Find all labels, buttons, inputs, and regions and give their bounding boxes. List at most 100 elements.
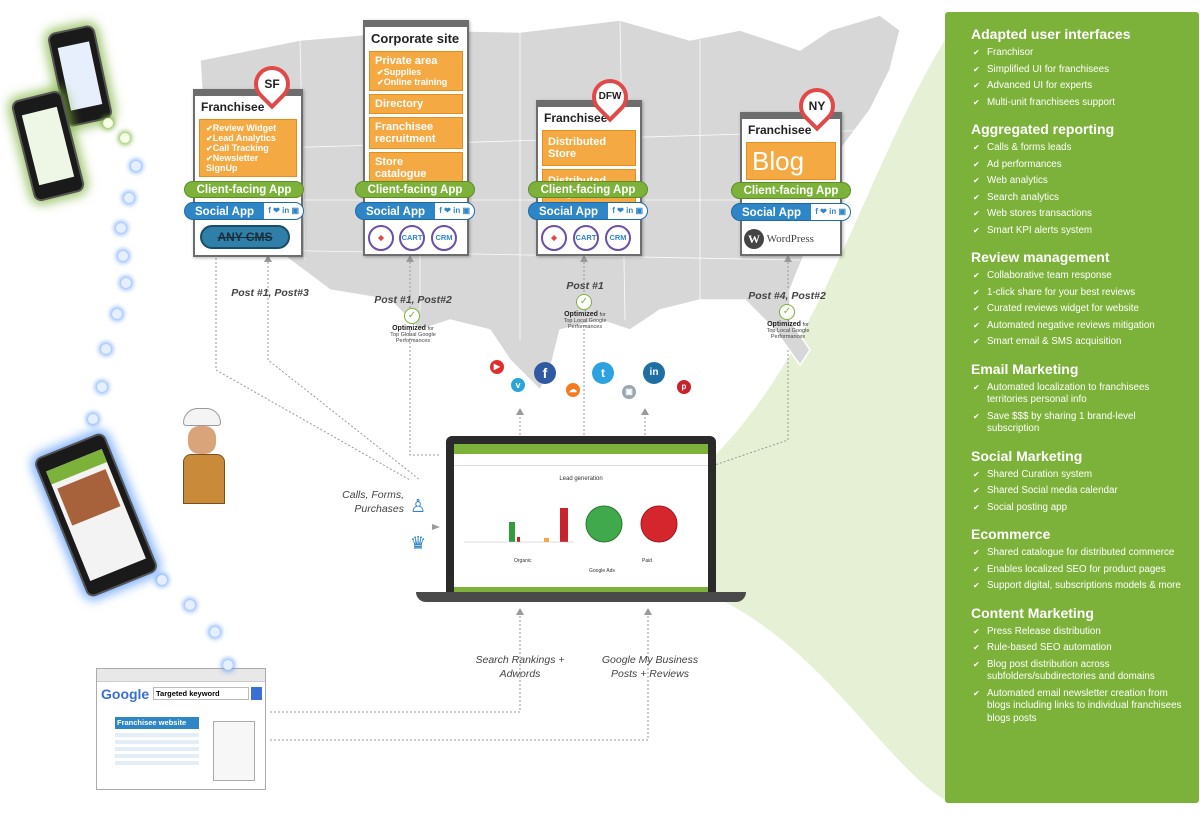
- dfw-social-icons: f ❤ in ▣: [607, 203, 647, 219]
- path-dot: [223, 660, 233, 670]
- panel-highlight-wedge: [700, 40, 945, 800]
- section-list-ecommerce: Shared catalogue for distributed commerc…: [971, 547, 1189, 593]
- ny-social-app-label: Social App: [742, 207, 801, 219]
- path-dot: [112, 309, 122, 319]
- feature-item: Collaborative team response: [971, 270, 1189, 283]
- path-dot: [101, 344, 111, 354]
- phone-mid-screen: [21, 106, 75, 186]
- dfw-social-app-pill: Social App f ❤ in ▣: [528, 202, 648, 220]
- ny-optimized-word: Optimized: [767, 321, 801, 328]
- directory-block: Directory: [369, 94, 463, 114]
- feature-item: Web stores transactions: [971, 208, 1189, 221]
- worker-helmet: [183, 408, 221, 426]
- any-cms-label: ANY CMS: [217, 230, 273, 244]
- recruitment-block: Franchisee recruitment: [369, 117, 463, 149]
- feature-item: Save $$$ by sharing 1 brand-level subscr…: [971, 411, 1189, 436]
- dashboard-screen: Lead generation Organic Paid Google Ads: [454, 444, 708, 592]
- dashboard-footer: [454, 587, 708, 592]
- calls-forms-purchases-label: Calls, Forms, Purchases: [342, 489, 404, 515]
- corporate-optimized-text: Top Global Google Performances: [390, 332, 436, 344]
- dfw-optimized-word: Optimized: [564, 311, 598, 318]
- corporate-client-app-pill: Client-facing App: [355, 181, 475, 198]
- path-dot: [116, 223, 126, 233]
- sf-feature-2: Lead Analytics: [204, 133, 292, 143]
- ny-blog-label: Blog: [752, 146, 805, 176]
- youtube-icon: ▶: [490, 360, 504, 374]
- pinterest-icon: p: [677, 380, 691, 394]
- section-title-social-marketing: Social Marketing: [971, 447, 1083, 464]
- path-dot: [185, 600, 195, 610]
- dashboard-google-ads-label: Google Ads: [589, 568, 615, 574]
- section-list-content-marketing: Press Release distribution Rule-based SE…: [971, 626, 1189, 726]
- dfw-social-app-label: Social App: [539, 206, 598, 218]
- feature-item: Search analytics: [971, 192, 1189, 205]
- google-keyword: Targeted keyword: [156, 689, 220, 698]
- feature-item: Smart KPI alerts system: [971, 225, 1189, 238]
- worker-face: [188, 426, 216, 454]
- dashboard-organic-label: Organic: [514, 558, 532, 564]
- path-dot: [120, 133, 130, 143]
- feature-item: Blog post distribution across subfolders…: [971, 659, 1189, 684]
- feature-item: Franchisor: [971, 47, 1189, 60]
- search-rankings-label: Search Rankings + Adwords: [475, 654, 565, 680]
- construction-worker-image: [183, 408, 225, 510]
- feature-item: Ad performances: [971, 159, 1189, 172]
- instagram-icon: ▣: [622, 385, 636, 399]
- dashboard-toolbar: [454, 454, 708, 466]
- corporate-social-app-pill: Social App f ❤ in ▣: [355, 202, 475, 220]
- ny-post-label: Post #4, Post#2: [748, 290, 826, 302]
- corporate-card-title: Corporate site: [371, 31, 460, 46]
- section-title-content-marketing: Content Marketing: [971, 604, 1094, 621]
- feature-item: Automated email newsletter creation from…: [971, 688, 1189, 726]
- path-dot: [103, 118, 113, 128]
- laptop: Lead generation Organic Paid Google Ads: [446, 436, 716, 592]
- ny-client-app-pill: Client-facing App: [731, 182, 851, 199]
- feature-item: Simplified UI for franchisees: [971, 64, 1189, 77]
- corporate-social-app-label: Social App: [366, 206, 425, 218]
- ny-optimized-for: for: [802, 322, 809, 328]
- sf-client-app-pill: Client-facing App: [184, 181, 304, 198]
- sf-social-icons: f ❤ in ▣: [263, 203, 303, 219]
- ny-optimized-text: Top Local Google Performances: [766, 328, 810, 340]
- dfw-cart-icon: CART: [573, 225, 599, 251]
- any-cms-badge: ANY CMS: [200, 225, 290, 249]
- google-result-title: Franchisee website: [115, 717, 199, 729]
- dfw-card-title: Franchisee: [544, 111, 608, 125]
- google-search-button: [251, 687, 262, 700]
- feature-item: Automated localization to franchisees te…: [971, 382, 1189, 407]
- corporate-social-icons: f ❤ in ▣: [434, 203, 474, 219]
- feature-item: Shared catalogue for distributed commerc…: [971, 547, 1189, 560]
- section-title-aggregated-reporting: Aggregated reporting: [971, 121, 1115, 137]
- path-dot: [118, 251, 128, 261]
- dashboard-header: Lead generation: [559, 476, 603, 482]
- phone-top-screen: [57, 41, 103, 111]
- section-list-email-marketing: Automated localization to franchisees te…: [971, 382, 1189, 436]
- private-area-block: Private area Supplies Online training: [369, 51, 463, 91]
- linkedin-icon: in: [643, 362, 665, 384]
- google-logo: Google: [101, 686, 150, 702]
- path-dot: [88, 414, 98, 424]
- corporate-optimized-word: Optimized: [392, 325, 426, 332]
- gmb-label: Google My Business Posts + Reviews: [601, 654, 699, 680]
- dfw-optimized-for: for: [599, 312, 606, 318]
- distributed-store-block: Distributed Store: [542, 130, 636, 166]
- google-search-browser: Google Targeted keyword Franchisee websi…: [96, 668, 266, 790]
- sf-post-label: Post #1, Post#3: [231, 287, 309, 299]
- dashboard-charts: [464, 505, 678, 543]
- corporate-review-icon: ◆: [368, 225, 394, 251]
- feature-item: Press Release distribution: [971, 626, 1189, 639]
- worker-body: [183, 454, 225, 504]
- dfw-review-icon: ◆: [541, 225, 567, 251]
- feature-item: 1-click share for your best reviews: [971, 287, 1189, 300]
- feature-item: Support digital, subscriptions models & …: [971, 580, 1189, 593]
- feature-item: Social posting app: [971, 502, 1189, 515]
- corporate-optimized-for: for: [427, 326, 434, 332]
- section-list-review-management: Collaborative team response 1-click shar…: [971, 270, 1189, 349]
- twitter-icon: t: [592, 362, 614, 384]
- online-training-item: Online training: [375, 77, 457, 87]
- dfw-optimized-check-icon: ✓: [576, 294, 592, 310]
